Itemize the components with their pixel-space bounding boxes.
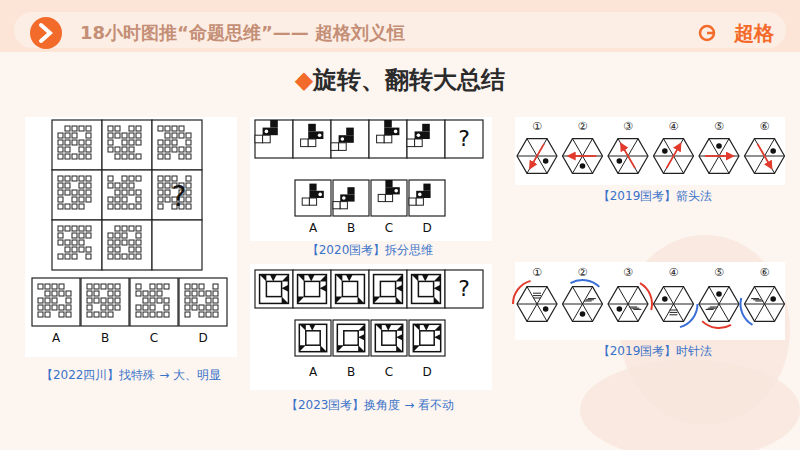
maze-puzzle bbox=[32, 120, 227, 326]
puzzle-cell bbox=[255, 270, 293, 308]
option-letter: B bbox=[101, 332, 109, 346]
frame-puzzle bbox=[255, 270, 483, 356]
hexagon bbox=[699, 139, 739, 174]
puzzle-cell bbox=[369, 120, 407, 158]
callout-number: ③ bbox=[623, 267, 633, 280]
option-letter: A bbox=[309, 366, 317, 380]
question-mark: ? bbox=[458, 126, 470, 151]
puzzle-cell bbox=[255, 120, 293, 158]
caption: 【2019国考】箭头法 bbox=[598, 190, 713, 204]
option-letter: C bbox=[150, 332, 158, 346]
puzzle-cell bbox=[369, 270, 407, 308]
puzzle-cell bbox=[102, 120, 152, 170]
caption: 【2022四川】找特殊 → 大、明显 bbox=[41, 369, 221, 383]
hexagon bbox=[699, 287, 739, 322]
hexagon-row-clock bbox=[513, 280, 785, 328]
puzzle-cell bbox=[371, 180, 407, 216]
slide-title: ◆旋转、翻转大总结 bbox=[295, 67, 505, 95]
callout-number: ③ bbox=[623, 121, 633, 134]
puzzle-cell bbox=[445, 270, 483, 308]
puzzle-cell bbox=[130, 278, 178, 326]
question-mark: ? bbox=[172, 181, 187, 213]
puzzle-cell bbox=[293, 270, 331, 308]
callout-number: ④ bbox=[669, 121, 679, 134]
hexagon bbox=[654, 139, 694, 174]
puzzle-cell bbox=[179, 278, 227, 326]
puzzle-cell bbox=[407, 120, 445, 158]
puzzle-cell bbox=[333, 320, 369, 356]
callout-number: ① bbox=[532, 121, 542, 134]
puzzle-cell bbox=[81, 278, 129, 326]
hexagon bbox=[654, 287, 694, 322]
callout-number: ② bbox=[578, 267, 588, 280]
option-letter: B bbox=[347, 366, 355, 380]
caption: 【2020国考】拆分思维 bbox=[307, 244, 434, 258]
callout-number: ④ bbox=[669, 267, 679, 280]
callout-number: ② bbox=[578, 121, 588, 134]
hexagon-row-arrows bbox=[517, 139, 785, 174]
puzzle-cell bbox=[331, 120, 369, 158]
header-bar bbox=[0, 0, 800, 52]
option-letter: D bbox=[422, 222, 431, 236]
option-letter: A bbox=[52, 332, 60, 346]
puzzle-cell bbox=[52, 220, 102, 270]
puzzle-cell bbox=[32, 278, 80, 326]
puzzle-cell bbox=[295, 180, 331, 216]
puzzle-cell bbox=[409, 180, 445, 216]
option-letter: D bbox=[422, 366, 431, 380]
puzzle-cell bbox=[102, 170, 152, 220]
puzzle-cell bbox=[371, 320, 407, 356]
option-letter: A bbox=[309, 222, 317, 236]
puzzle-cell bbox=[445, 120, 483, 158]
callout-number: ⑤ bbox=[714, 267, 724, 280]
callout-number: ⑥ bbox=[760, 267, 770, 280]
hexagon bbox=[745, 287, 785, 322]
puzzle-cell bbox=[331, 270, 369, 308]
hexagon bbox=[563, 139, 603, 174]
block-puzzle bbox=[255, 120, 483, 216]
puzzle-cell bbox=[407, 270, 445, 308]
puzzle-cell bbox=[52, 170, 102, 220]
option-letter: D bbox=[198, 332, 207, 346]
caption: 【2023国考】换角度 → 看不动 bbox=[286, 399, 454, 413]
hexagon bbox=[563, 287, 603, 322]
hexagon bbox=[745, 139, 785, 174]
puzzle-panels bbox=[25, 117, 785, 390]
question-mark: ? bbox=[458, 276, 470, 301]
puzzle-cell bbox=[102, 220, 152, 270]
puzzle-cell bbox=[52, 120, 102, 170]
puzzle-cell bbox=[295, 320, 331, 356]
callout-number: ⑥ bbox=[760, 121, 770, 134]
caption: 【2019国考】时针法 bbox=[598, 345, 713, 359]
puzzle-cell bbox=[293, 120, 331, 158]
option-letter: C bbox=[385, 366, 393, 380]
puzzle-cell bbox=[333, 180, 369, 216]
puzzle-cell bbox=[152, 120, 202, 170]
puzzle-cell bbox=[152, 220, 202, 270]
logo-text: 超格 bbox=[734, 22, 774, 45]
hexagon bbox=[608, 287, 648, 322]
hexagon bbox=[517, 287, 557, 322]
hexagon bbox=[517, 139, 557, 174]
header-text: 18小时图推“命题思维”—— 超格刘义恒 bbox=[80, 23, 405, 44]
puzzle-cell bbox=[152, 170, 202, 220]
hexagon bbox=[608, 139, 648, 174]
callout-number: ⑤ bbox=[714, 121, 724, 134]
puzzle-cell bbox=[409, 320, 445, 356]
callout-number: ① bbox=[532, 267, 542, 280]
option-letter: C bbox=[385, 222, 393, 236]
option-letter: B bbox=[347, 222, 355, 236]
